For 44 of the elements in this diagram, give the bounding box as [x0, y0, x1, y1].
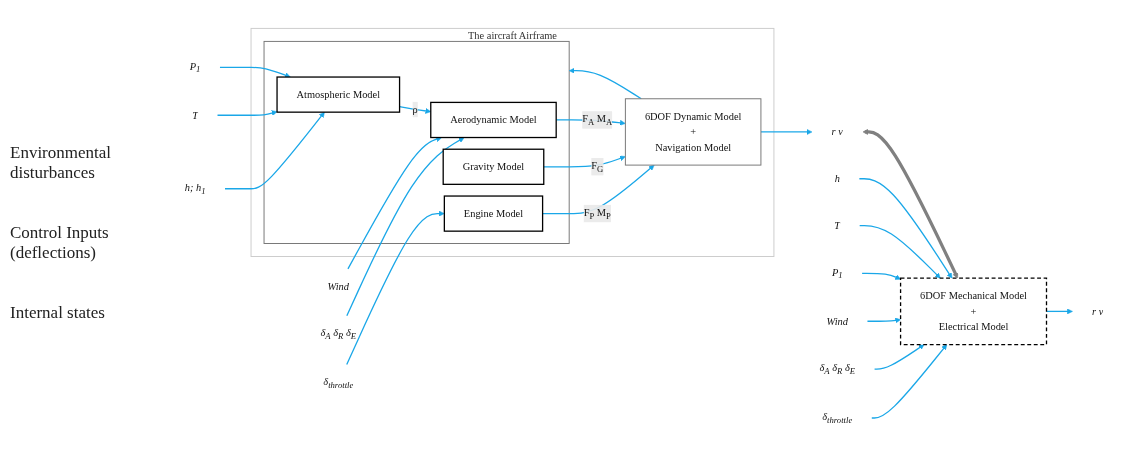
node-text: r v — [831, 126, 843, 138]
node-box: 6DOF Mechanical Model + Electrical Model — [899, 277, 1048, 346]
node-box: 6DOF Dynamic Model + Navigation Model — [624, 98, 762, 166]
group-label: Environmental disturbances — [10, 142, 113, 183]
node-box: Gravity Model — [442, 148, 545, 185]
edge-label: F$_{G}$ — [591, 159, 604, 174]
node-box: Engine Model — [443, 195, 544, 232]
node-text: δ$_{A}$ δ$_{R}$ δ$_{E}$ — [320, 327, 357, 342]
arrow — [862, 129, 958, 279]
node-text: T — [834, 219, 841, 231]
arrow — [346, 210, 445, 366]
edge-label: F$_{A}$ M$_{A}$ — [582, 113, 613, 127]
arrow — [866, 317, 901, 324]
node-text: h; h$_{1}$ — [184, 181, 206, 196]
node-text: Wind — [826, 315, 848, 327]
edge-label: ρ — [412, 103, 418, 115]
node-text: T — [192, 109, 199, 121]
node-text: P$_{1}$ — [831, 266, 843, 281]
group-label: Control Inputs (deflections) — [10, 222, 110, 263]
node-text: δ$_{throttle}$ — [323, 376, 354, 391]
arrow — [216, 110, 278, 116]
node-text: δ$_{throttle}$ — [822, 411, 853, 425]
arrow — [568, 67, 642, 100]
arrow — [219, 66, 291, 78]
arrow — [858, 178, 953, 279]
node-text: Wind — [327, 280, 349, 292]
edge-label: F$_{P}$ M$_{P}$ — [583, 206, 611, 221]
node-text: δ$_{A}$ δ$_{R}$ δ$_{E}$ — [819, 362, 856, 377]
group-label: Internal states — [10, 302, 106, 323]
cluster — [263, 40, 570, 244]
arrow — [224, 111, 325, 190]
node-text: r v — [1092, 305, 1104, 317]
node-box: Atmospheric Model — [276, 76, 401, 113]
node-box: Aerodynamic Model — [430, 101, 557, 139]
arrow — [873, 344, 925, 370]
arrow — [760, 129, 813, 135]
node-text: P$_{1}$ — [189, 60, 201, 75]
arrow — [871, 344, 948, 419]
arrow — [861, 272, 901, 280]
arrow — [347, 136, 442, 270]
arrow — [543, 155, 626, 168]
arrow — [346, 137, 465, 317]
node-text: h — [834, 172, 840, 184]
arrow — [859, 224, 941, 279]
